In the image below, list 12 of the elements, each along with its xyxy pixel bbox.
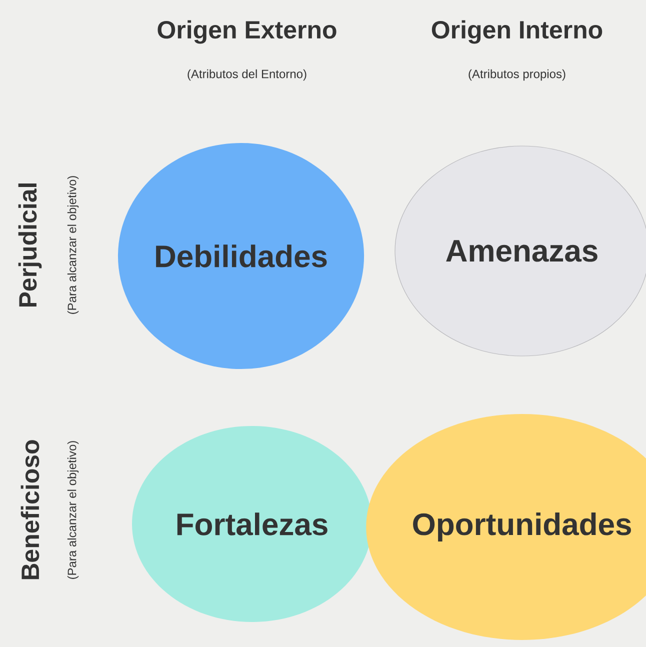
blob: Oportunidades bbox=[366, 414, 646, 640]
blob: Debilidades bbox=[118, 143, 364, 369]
column-heading: Origen Interno bbox=[432, 20, 602, 44]
row-heading: Perjudicial bbox=[18, 184, 42, 307]
row-heading: Beneficioso bbox=[20, 440, 40, 580]
subtitle: (Para alcanzar el objetivo) bbox=[67, 176, 79, 314]
subtitle: (Atributos propios) bbox=[468, 69, 566, 81]
subtitle: (Atributos del Entorno) bbox=[188, 69, 306, 81]
blob: Amenazas bbox=[394, 146, 646, 356]
column-heading: Origen Externo bbox=[158, 20, 336, 44]
blob: Fortalezas bbox=[132, 426, 372, 622]
subtitle: (Para alcanzar el objetivo) bbox=[67, 441, 79, 579]
